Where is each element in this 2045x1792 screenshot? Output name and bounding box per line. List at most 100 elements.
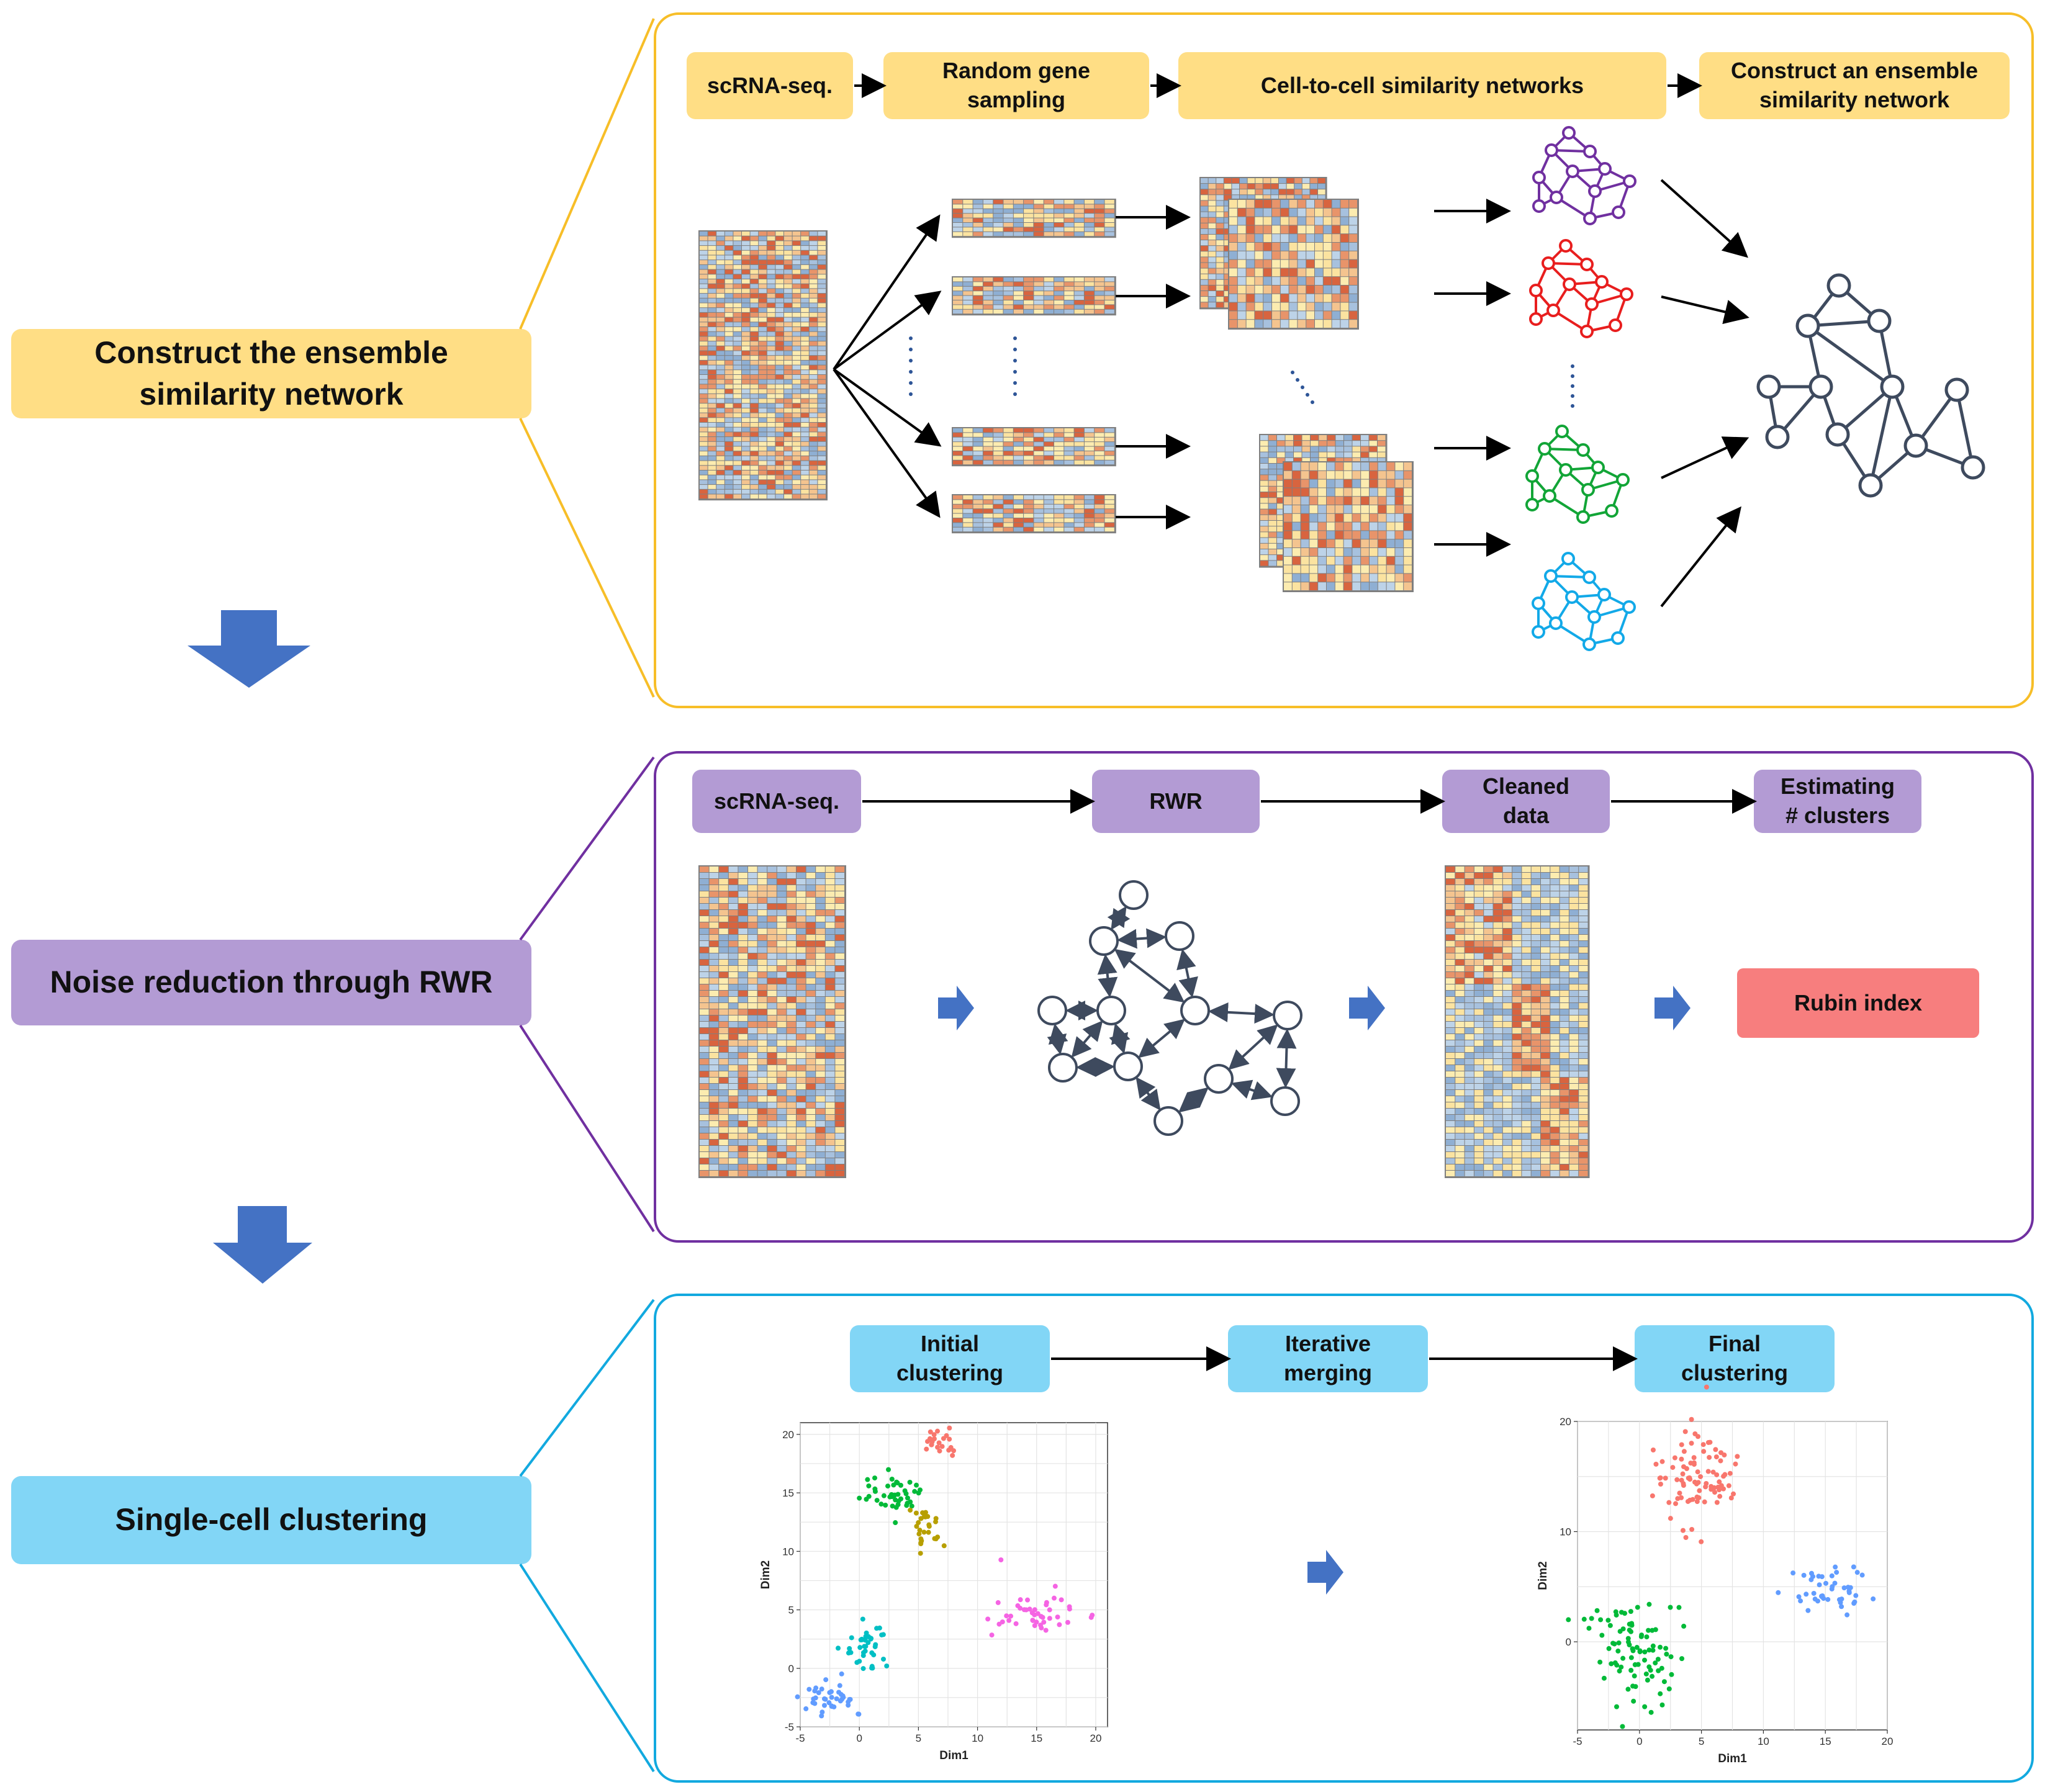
network-node — [1562, 126, 1576, 140]
step-rwr: RWR — [1092, 770, 1260, 833]
final-point-cluster-3 — [1631, 1698, 1636, 1704]
initial-point-cluster-1 — [925, 1439, 931, 1444]
initial-point-cluster-1 — [931, 1432, 937, 1438]
final-point-cluster-3 — [1628, 1667, 1634, 1673]
final-point-cluster-3 — [1620, 1724, 1625, 1729]
final-point-cluster-1 — [1717, 1493, 1723, 1499]
final-point-cluster-1 — [1698, 1474, 1704, 1479]
network-node — [1119, 880, 1149, 910]
initial-point-cluster-5 — [860, 1650, 866, 1655]
final-point-cluster-3 — [1615, 1648, 1621, 1654]
subsample-matrix-1 — [952, 199, 1116, 238]
network-node — [1096, 996, 1126, 1025]
final-point-cluster-3 — [1666, 1686, 1672, 1691]
final-point-cluster-3 — [1589, 1616, 1594, 1621]
network-node — [1620, 287, 1633, 301]
initial-point-cluster-3 — [926, 1522, 932, 1528]
final-point-cluster-2 — [1851, 1564, 1856, 1570]
initial-point-cluster-2 — [916, 1490, 921, 1496]
final-point-cluster-3 — [1622, 1611, 1628, 1616]
step-scrna-seq-2: scRNA-seq. — [692, 770, 861, 833]
final-point-cluster-1 — [1710, 1469, 1716, 1475]
final-point-cluster-1 — [1680, 1471, 1686, 1477]
initial-point-cluster-2 — [874, 1498, 880, 1503]
initial-point-cluster-2 — [886, 1467, 892, 1472]
final-point-cluster-3 — [1679, 1656, 1685, 1662]
initial-point-cluster-6 — [821, 1696, 827, 1701]
network-node — [1580, 258, 1594, 271]
initial-point-cluster-4 — [1006, 1618, 1012, 1623]
initial-point-cluster-4 — [1018, 1597, 1023, 1603]
initial-point-cluster-3 — [922, 1513, 928, 1519]
initial-point-cluster-1 — [947, 1425, 952, 1431]
initial-point-cluster-2 — [872, 1475, 878, 1481]
network-node — [1204, 1064, 1234, 1094]
final-point-cluster-2 — [1823, 1580, 1829, 1586]
final-point-cluster-3 — [1646, 1601, 1652, 1607]
initial-point-cluster-3 — [916, 1531, 922, 1537]
initial-xtick-label: 5 — [916, 1732, 921, 1744]
initial-point-cluster-2 — [883, 1502, 888, 1508]
network-node — [1270, 1086, 1300, 1116]
initial-ytick-label: 20 — [782, 1429, 794, 1441]
initial-point-cluster-2 — [903, 1491, 909, 1497]
final-point-cluster-2 — [1846, 1590, 1852, 1595]
initial-point-cluster-6 — [819, 1686, 824, 1692]
network-node — [1795, 313, 1820, 338]
final-point-cluster-1 — [1727, 1470, 1733, 1476]
final-point-cluster-3 — [1599, 1632, 1605, 1638]
initial-point-cluster-5 — [836, 1646, 841, 1651]
final-point-cluster-1 — [1696, 1495, 1702, 1500]
network-node — [1605, 504, 1618, 518]
network-node — [1616, 473, 1630, 487]
final-point-cluster-1 — [1675, 1496, 1681, 1502]
final-point-cluster-2 — [1845, 1585, 1851, 1590]
initial-point-cluster-5 — [863, 1634, 869, 1639]
final-point-cluster-2 — [1853, 1593, 1859, 1598]
network-node — [1858, 473, 1883, 498]
final-point-cluster-2 — [1790, 1570, 1796, 1576]
network-node — [1563, 277, 1576, 291]
initial-ytick-label: 10 — [782, 1546, 794, 1557]
initial-point-cluster-5 — [874, 1626, 880, 1631]
initial-point-cluster-4 — [1032, 1623, 1037, 1628]
initial-point-cluster-4 — [1052, 1583, 1058, 1589]
final-point-cluster-3 — [1645, 1677, 1650, 1683]
final-point-cluster-1 — [1689, 1416, 1694, 1422]
initial-point-cluster-4 — [1057, 1622, 1062, 1628]
final-point-cluster-2 — [1821, 1596, 1826, 1601]
network-node — [1165, 921, 1194, 951]
network-node — [1565, 590, 1579, 604]
initial-point-cluster-1 — [951, 1448, 957, 1454]
final-point-cluster-3 — [1648, 1709, 1654, 1715]
initial-point-cluster-2 — [893, 1520, 898, 1526]
initial-point-cluster-2 — [891, 1482, 896, 1488]
initial-ytick-label: 0 — [788, 1663, 794, 1675]
network-node — [1543, 489, 1556, 503]
final-point-cluster-3 — [1633, 1684, 1638, 1690]
rwr-edge — [1176, 948, 1198, 998]
network-node — [1561, 552, 1575, 565]
final-point-cluster-3 — [1626, 1639, 1632, 1645]
final-point-cluster-1 — [1673, 1501, 1679, 1506]
final-point-cluster-2 — [1841, 1585, 1847, 1591]
stage-label-ensemble: Construct the ensemble similarity networ… — [11, 329, 531, 418]
initial-point-cluster-5 — [862, 1637, 868, 1643]
step-similarity-networks: Cell-to-cell similarity networks — [1178, 52, 1666, 119]
final-point-cluster-3 — [1653, 1660, 1658, 1666]
clustering-panel — [654, 1294, 2034, 1783]
final-point-cluster-1 — [1731, 1491, 1736, 1497]
initial-point-cluster-4 — [1032, 1607, 1037, 1613]
final-point-cluster-3 — [1658, 1691, 1663, 1696]
initial-point-cluster-6 — [806, 1686, 812, 1692]
rwr-panel — [654, 751, 2034, 1243]
initial-point-cluster-5 — [860, 1666, 866, 1672]
initial-point-cluster-4 — [995, 1600, 1001, 1605]
initial-point-cluster-3 — [933, 1519, 939, 1524]
initial-point-cluster-4 — [985, 1616, 991, 1622]
initial-point-cluster-2 — [907, 1479, 913, 1485]
final-point-cluster-1 — [1680, 1528, 1686, 1533]
network-node — [1546, 304, 1560, 317]
network-node — [1591, 461, 1605, 474]
